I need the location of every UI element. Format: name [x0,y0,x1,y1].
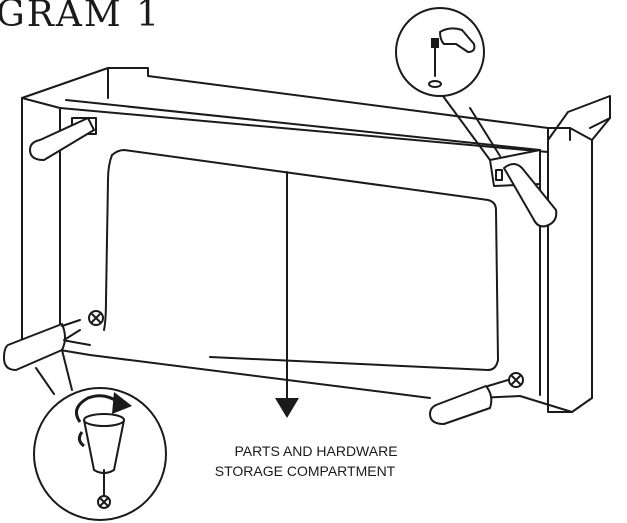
compartment-arrow [275,171,299,418]
diagram-title: GRAM 1 [0,0,161,35]
cabinet-body [21,67,611,413]
compartment-label-line2: STORAGE COMPARTMENT [215,463,396,479]
compartment-label-line1: PARTS AND HARDWARE [234,443,397,459]
leg-top-left [29,117,97,161]
leg-top-right [489,149,558,228]
leg-bottom-left [3,310,104,371]
storage-compartment-outline [103,149,499,371]
hand-screwing-bolt-icon [439,27,476,53]
detail-bubble-top [395,7,501,161]
rotate-leg-arrow-icon [74,392,132,448]
detail-bubble-bottom [33,349,167,521]
leg-bottom-right [429,372,524,425]
